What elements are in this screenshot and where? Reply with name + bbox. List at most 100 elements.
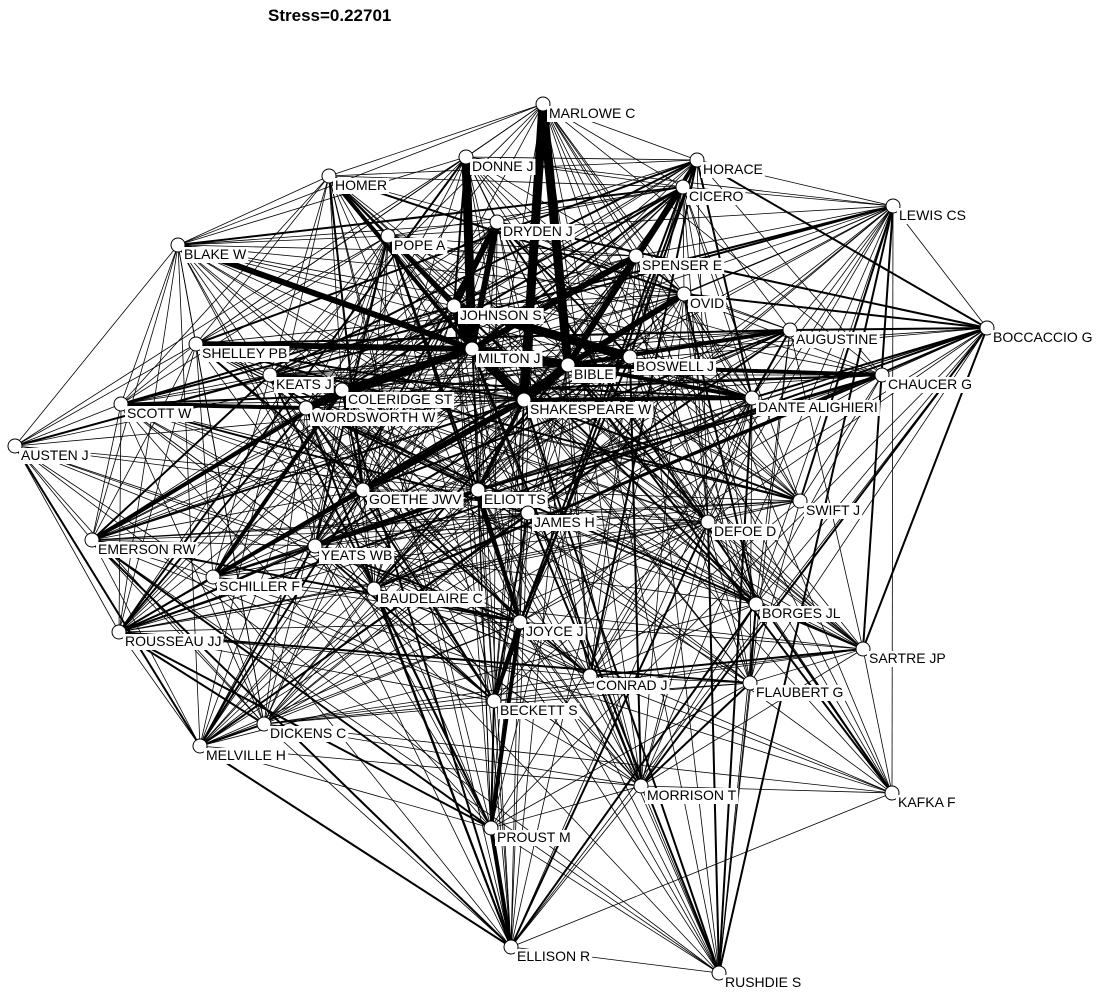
node-label: RUSHDIE S — [725, 974, 801, 990]
node-cicero[interactable]: CICERO — [675, 179, 746, 205]
node-augustine[interactable]: AUGUSTINE — [782, 322, 880, 348]
node-rushdie[interactable]: RUSHDIE S — [711, 965, 804, 991]
edge-horace-defoe — [696, 159, 709, 523]
node-rousseau[interactable]: ROUSSEAU JJ — [111, 624, 224, 650]
node-borges[interactable]: BORGES JL — [748, 596, 843, 622]
node-dryden[interactable]: DRYDEN J — [489, 214, 575, 240]
node-milton[interactable]: MILTON J — [464, 341, 543, 367]
node-morrison[interactable]: MORRISON T — [633, 778, 739, 804]
node-ellison[interactable]: ELLISON R — [503, 939, 593, 965]
node-pope[interactable]: POPE A — [380, 228, 448, 254]
edge-borges-melville — [199, 603, 757, 747]
node-spenser[interactable]: SPENSER E — [628, 248, 725, 274]
edge-wordsworth-schiller — [212, 407, 307, 578]
edge-boswell-dickens — [263, 356, 631, 725]
edge-james-defoe — [527, 512, 709, 523]
node-label-background — [182, 247, 249, 263]
node-chaucer[interactable]: CHAUCER G — [874, 367, 975, 393]
node-donne[interactable]: DONNE J — [458, 149, 536, 175]
edge-james-flaubert — [527, 512, 751, 684]
node-blake[interactable]: BLAKE W — [170, 237, 249, 263]
node-label: POPE A — [394, 237, 446, 253]
node-joyce[interactable]: JOYCE J — [512, 614, 586, 640]
node-marker — [489, 214, 505, 230]
node-marker — [884, 785, 900, 801]
edge-schiller-dickens — [212, 576, 265, 725]
node-proust[interactable]: PROUST M — [483, 820, 573, 846]
node-flaubert[interactable]: FLAUBERT G — [742, 675, 846, 701]
node-marker — [458, 149, 474, 165]
node-beckett[interactable]: BECKETT S — [486, 693, 580, 719]
node-shakespeare[interactable]: SHAKESPEARE W — [516, 392, 654, 418]
node-wordsworth[interactable]: WORDSWORTH W — [298, 400, 438, 426]
node-emerson[interactable]: EMERSON RW — [84, 532, 198, 558]
node-label-background — [125, 406, 194, 422]
node-james[interactable]: JAMES H — [520, 505, 597, 531]
node-label-background — [367, 492, 464, 508]
node-eliot[interactable]: ELIOT TS — [470, 482, 548, 508]
edge-spenser-rushdie — [635, 255, 720, 974]
node-dickens[interactable]: DICKENS C — [256, 716, 349, 742]
node-schiller[interactable]: SCHILLER F — [205, 569, 302, 595]
node-marlowe[interactable]: MARLOWE C — [535, 96, 638, 122]
node-conrad[interactable]: CONRAD J — [582, 668, 670, 694]
node-marker — [628, 248, 644, 264]
edge-james-emerson — [91, 512, 529, 541]
edge-donne-shelley — [195, 156, 467, 345]
edge-wordsworth-joyce — [305, 407, 521, 623]
edge-joyce-melville — [199, 621, 521, 747]
node-marker — [516, 392, 532, 408]
edge-lewis-defoe — [707, 205, 894, 523]
node-johnson[interactable]: JOHNSON S — [446, 298, 544, 324]
node-goethe[interactable]: GOETHE JWV — [355, 482, 464, 508]
edge-goethe-yeats — [314, 489, 364, 547]
node-label-background — [886, 377, 975, 393]
node-label: COLERIDGE ST — [348, 391, 453, 407]
node-horace[interactable]: HORACE — [689, 152, 765, 178]
node-dante[interactable]: DANTE ALIGHIERI — [744, 390, 880, 416]
node-label-background — [392, 238, 448, 254]
edge-cicero-blake — [177, 186, 684, 246]
node-boswell[interactable]: BOSWELL J — [622, 349, 717, 375]
node-boccaccio[interactable]: BOCCACCIO G — [979, 320, 1095, 346]
node-swift[interactable]: SWIFT J — [792, 493, 863, 519]
node-marker — [676, 286, 692, 302]
node-bible[interactable]: BIBLE — [560, 357, 616, 383]
edge-scott-proust — [120, 403, 492, 829]
node-melville[interactable]: MELVILLE H — [192, 738, 288, 764]
node-shelley[interactable]: SHELLEY PB — [188, 336, 290, 362]
edge-dante-morrison — [640, 397, 753, 787]
edge-conrad-dickens — [263, 675, 591, 725]
strong-edge-homer-milton — [327, 174, 474, 351]
node-keats[interactable]: KEATS J — [262, 367, 334, 393]
edge-dryden-blake — [177, 221, 498, 246]
edge-marlowe-spenser — [542, 103, 637, 257]
node-scott[interactable]: SCOTT W — [113, 396, 194, 422]
node-ovid[interactable]: OVID — [676, 286, 727, 312]
edge-marlowe-rushdie — [542, 103, 720, 974]
node-homer[interactable]: HOMER — [321, 168, 390, 194]
edge-blake-ovid — [177, 244, 685, 295]
node-yeats[interactable]: YEATS WB — [307, 538, 395, 564]
edge-coleridge-rushdie — [341, 389, 720, 974]
edge-ovid-milton — [471, 293, 685, 350]
node-label-background — [495, 830, 573, 846]
strong-edge-emerson-coleridge — [90, 388, 344, 542]
node-lewis[interactable]: LEWIS CS — [885, 198, 968, 224]
node-marker — [885, 198, 901, 214]
node-coleridge[interactable]: COLERIDGE ST — [334, 382, 455, 408]
node-label-background — [991, 330, 1095, 346]
node-label-background — [528, 402, 654, 418]
node-kafka[interactable]: KAFKA F — [884, 785, 958, 811]
node-sartre[interactable]: SARTRE JP — [855, 641, 948, 667]
node-austen[interactable]: AUSTEN J — [7, 438, 91, 464]
node-baudelaire[interactable]: BAUDELAIRE C — [366, 581, 485, 607]
node-label-background — [640, 258, 725, 274]
edge-joyce-morrison — [519, 621, 642, 787]
node-label: GOETHE JWV — [369, 491, 462, 507]
node-marker — [503, 939, 519, 955]
edge-coleridge-beckett — [341, 389, 495, 702]
node-defoe[interactable]: DEFOE D — [700, 514, 779, 540]
edge-beckett-ellison — [493, 700, 512, 948]
edge-spenser-keats — [269, 255, 637, 376]
